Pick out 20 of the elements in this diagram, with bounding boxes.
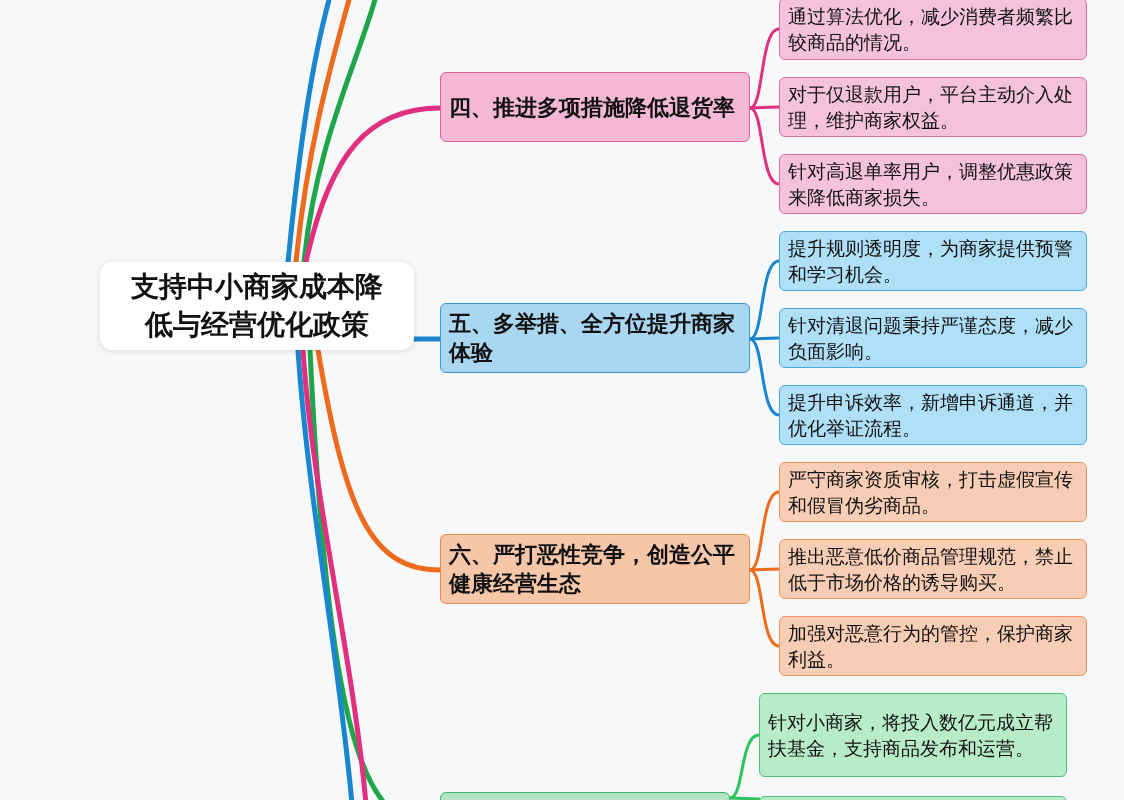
connector-line xyxy=(748,568,781,648)
branch-box: 四、推进多项措施降低退货率 xyxy=(440,72,750,142)
connector-line xyxy=(728,796,761,800)
connector-line xyxy=(748,106,781,186)
connector-line xyxy=(748,337,781,417)
note-box: 对于仅退款用户，平台主动介入处理，维护商家权益。 xyxy=(779,77,1087,137)
note-box: 加强对恶意行为的管控，保护商家利益。 xyxy=(779,616,1087,676)
note-box: 推出恶意低价商品管理规范，禁止低于市场价格的诱导购买。 xyxy=(779,539,1087,599)
note-box: 通过算法优化，减少消费者频繁比较商品的情况。 xyxy=(779,0,1087,60)
note-box: 针对清退问题秉持严谨态度，减少负面影响。 xyxy=(779,308,1087,368)
branch-box: 六、严打恶性竞争，创造公平健康经营生态 xyxy=(440,534,750,604)
note-box: 针对小商家，将投入数亿元成立帮扶基金，支持商品发布和运营。 xyxy=(759,693,1067,777)
topic-box: 支持中小商家成本降低与经营优化政策 xyxy=(100,262,414,350)
note-box: 提升申诉效率，新增申诉通道，并优化举证流程。 xyxy=(779,385,1087,445)
note-box: 严守商家资质审核，打击虚假宣传和假冒伪劣商品。 xyxy=(779,462,1087,522)
branch-box: 五、多举措、全方位提升商家体验 xyxy=(440,303,750,373)
note-box: 提升规则透明度，为商家提供预警和学习机会。 xyxy=(779,231,1087,291)
connector-line xyxy=(748,567,781,572)
connector-line xyxy=(728,733,761,800)
note-box: 针对高退单率用户，调整优惠政策来降低商家损失。 xyxy=(779,154,1087,214)
